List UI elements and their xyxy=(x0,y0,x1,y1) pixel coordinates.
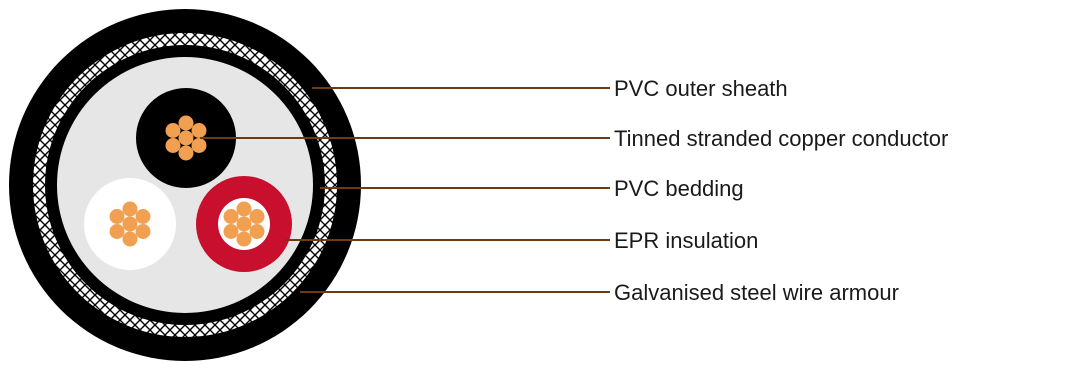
copper-strand xyxy=(223,224,239,239)
copper-strand xyxy=(165,123,181,138)
copper-strand xyxy=(135,209,151,224)
copper-strand xyxy=(236,201,252,217)
copper-strand xyxy=(109,224,125,239)
copper-strand xyxy=(191,123,207,138)
core-red-conductor xyxy=(223,201,265,247)
copper-strand xyxy=(165,138,181,153)
label-pvc-outer-sheath: PVC outer sheath xyxy=(614,76,788,101)
copper-strand xyxy=(236,216,252,232)
label-epr-insulation: EPR insulation xyxy=(614,228,758,253)
label-steel-wire-armour: Galvanised steel wire armour xyxy=(614,280,899,305)
copper-strand xyxy=(249,209,265,224)
copper-strand xyxy=(191,138,207,153)
copper-strand xyxy=(122,216,138,232)
copper-strand xyxy=(122,231,138,247)
copper-strand xyxy=(109,209,125,224)
core-white-conductor xyxy=(109,201,151,247)
copper-strand xyxy=(223,209,239,224)
copper-strand xyxy=(249,224,265,239)
copper-strand xyxy=(135,224,151,239)
copper-strand xyxy=(178,130,194,146)
label-pvc-bedding: PVC bedding xyxy=(614,176,744,201)
copper-strand xyxy=(236,231,252,247)
copper-strand xyxy=(178,145,194,161)
core-white xyxy=(84,178,176,270)
copper-strand xyxy=(178,115,194,131)
core-red xyxy=(196,176,292,272)
copper-strand xyxy=(122,201,138,217)
label-tinned-copper-conductor: Tinned stranded copper conductor xyxy=(614,126,948,151)
core-black xyxy=(136,88,236,188)
core-black-conductor xyxy=(165,115,207,161)
